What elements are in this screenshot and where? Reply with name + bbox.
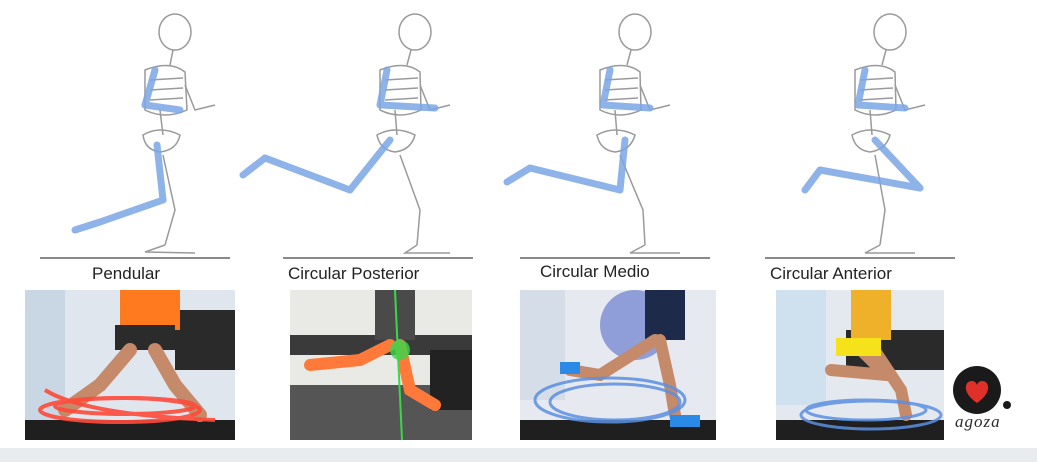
skeleton-circular-posterior-illustration [235, 10, 475, 260]
baseline-pendular [40, 257, 230, 259]
photo-pendular-runner [25, 290, 235, 440]
photo-circular-medio-runner [520, 290, 716, 440]
logo-text: agoza [955, 412, 1001, 432]
caption-circular-posterior: Circular Posterior [288, 264, 419, 284]
skeleton-circular-medio-illustration [495, 10, 735, 260]
baseline-circular-anterior [765, 257, 955, 259]
baseline-circular-posterior [283, 257, 473, 259]
baseline-circular-medio [520, 257, 710, 259]
photo-circular-posterior-runner [290, 290, 472, 440]
bottom-strip [0, 448, 1037, 462]
caption-circular-medio: Circular Medio [540, 262, 650, 282]
caption-pendular: Pendular [92, 264, 160, 284]
caption-circular-anterior: Circular Anterior [770, 264, 892, 284]
photo-circular-anterior-runner [776, 290, 944, 440]
skeleton-circular-anterior-illustration [780, 10, 1020, 260]
